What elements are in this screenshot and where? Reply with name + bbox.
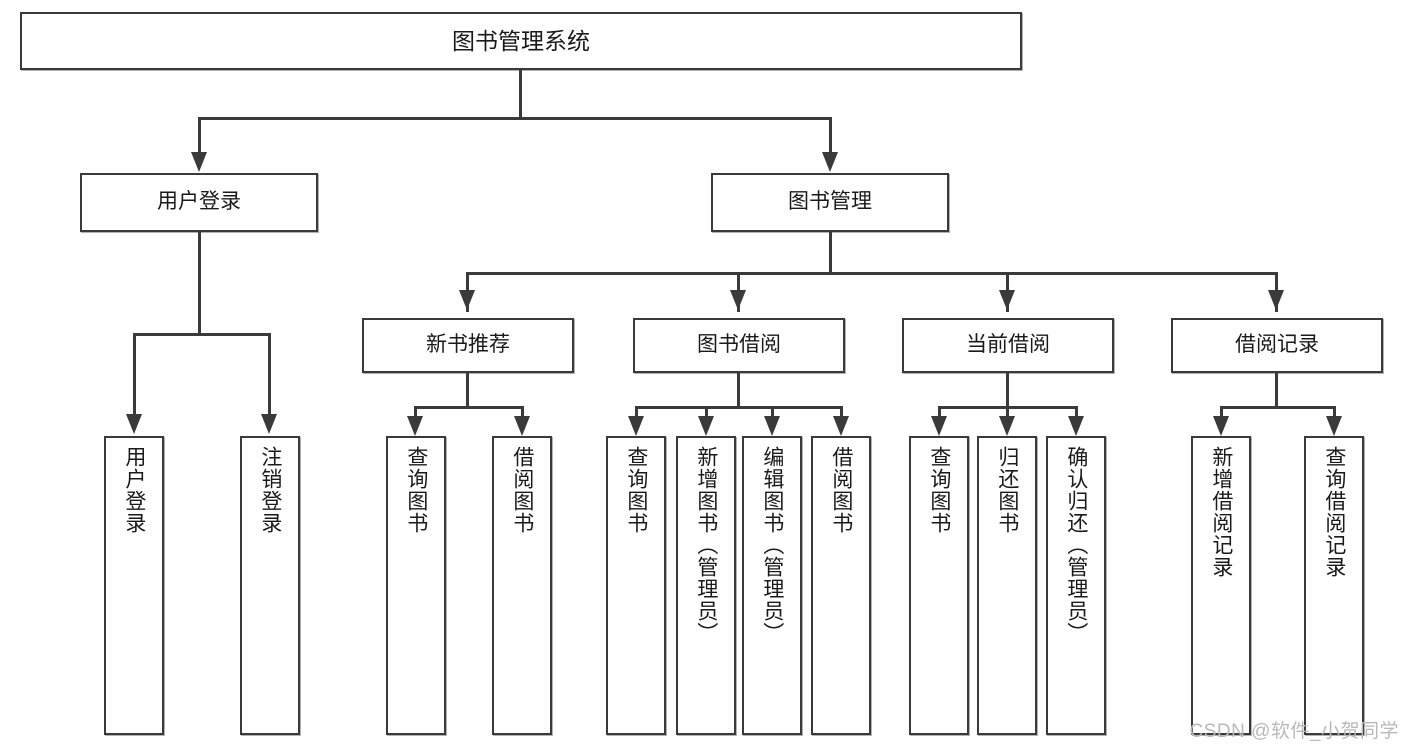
arrow-down-icon xyxy=(698,416,714,436)
node-label: 借阅图书 xyxy=(510,446,534,534)
arrow-down-icon xyxy=(126,414,142,434)
node-book-management[interactable]: 图书管理 xyxy=(711,173,949,232)
leaf-borrow-edit-book-admin[interactable]: 编辑图书（管理员） xyxy=(742,436,802,735)
connector-book-borrow-child-2 xyxy=(705,406,708,420)
leaf-current-confirm-return-admin[interactable]: 确认归还（管理员） xyxy=(1046,436,1106,735)
arrow-down-icon xyxy=(822,152,838,172)
node-label: 查询图书 xyxy=(927,446,951,534)
connector-borrow-record-stem xyxy=(1275,373,1278,408)
node-label: 新书推荐 xyxy=(426,333,510,357)
connector-book-borrow-child-4 xyxy=(840,406,843,420)
arrow-down-icon xyxy=(191,152,207,172)
connector-root-to-user-login xyxy=(198,117,201,154)
node-label: 图书借阅 xyxy=(697,333,781,357)
connector-book-borrow-bus xyxy=(635,406,843,409)
leaf-borrow-add-book-admin[interactable]: 新增图书（管理员） xyxy=(676,436,736,735)
node-book-borrow[interactable]: 图书借阅 xyxy=(633,318,845,373)
leaf-user-login[interactable]: 用户登录 xyxy=(104,436,164,735)
arrow-down-icon xyxy=(407,416,423,436)
connector-new-book-child-1 xyxy=(414,406,417,420)
connector-borrow-record-child-2 xyxy=(1333,406,1336,420)
arrow-down-icon xyxy=(999,290,1015,310)
leaf-new-book-query-book[interactable]: 查询图书 xyxy=(386,436,446,735)
connector-borrow-record-bus xyxy=(1220,406,1336,409)
leaf-current-query-book[interactable]: 查询图书 xyxy=(909,436,969,735)
node-label: 编辑图书（管理员） xyxy=(760,446,784,644)
arrow-down-icon xyxy=(1326,416,1342,436)
leaf-borrow-query-book[interactable]: 查询图书 xyxy=(606,436,666,735)
node-label: 用户登录 xyxy=(122,446,146,534)
connector-user-login-child-2 xyxy=(268,333,271,416)
node-label: 用户登录 xyxy=(157,190,241,214)
node-new-book-recommend[interactable]: 新书推荐 xyxy=(362,318,574,373)
leaf-new-book-borrow-book[interactable]: 借阅图书 xyxy=(492,436,552,735)
connector-new-book-stem xyxy=(466,373,469,408)
connector-book-management-stem xyxy=(829,232,832,274)
leaf-logout[interactable]: 注销登录 xyxy=(240,436,300,735)
node-label: 归还图书 xyxy=(995,446,1019,534)
arrow-down-icon xyxy=(1213,416,1229,436)
node-label: 图书管理 xyxy=(788,190,872,214)
connector-current-borrow-child-2 xyxy=(1006,406,1009,420)
node-label: 新增图书（管理员） xyxy=(694,446,718,644)
leaf-record-query-borrow-record[interactable]: 查询借阅记录 xyxy=(1304,436,1364,735)
arrow-down-icon xyxy=(261,414,277,434)
connector-book-borrow-child-1 xyxy=(635,406,638,420)
connector-new-book-bus xyxy=(414,406,524,409)
node-label: 确认归还（管理员） xyxy=(1064,446,1088,644)
node-label: 查询借阅记录 xyxy=(1322,446,1346,578)
connector-user-login-stem xyxy=(198,232,201,335)
node-label: 借阅记录 xyxy=(1235,333,1319,357)
leaf-record-add-borrow-record[interactable]: 新增借阅记录 xyxy=(1191,436,1251,735)
connector-current-borrow-child-3 xyxy=(1075,406,1078,420)
leaf-current-return-book[interactable]: 归还图书 xyxy=(977,436,1037,735)
connector-root-bus xyxy=(198,117,832,120)
connector-book-borrow-child-3 xyxy=(771,406,774,420)
arrow-down-icon xyxy=(833,416,849,436)
connector-current-borrow-child-1 xyxy=(938,406,941,420)
node-user-login[interactable]: 用户登录 xyxy=(80,173,318,232)
connector-user-login-bus xyxy=(133,333,271,336)
arrow-down-icon xyxy=(764,416,780,436)
arrow-down-icon xyxy=(730,290,746,310)
node-current-borrow[interactable]: 当前借阅 xyxy=(902,318,1114,373)
node-label: 查询图书 xyxy=(624,446,648,534)
node-borrow-record[interactable]: 借阅记录 xyxy=(1171,318,1383,373)
node-label: 注销登录 xyxy=(258,446,282,534)
leaf-borrow-borrow-book[interactable]: 借阅图书 xyxy=(811,436,871,735)
connector-user-login-child-1 xyxy=(133,333,136,416)
arrow-down-icon xyxy=(1268,290,1284,310)
connector-new-book-child-2 xyxy=(521,406,524,420)
connector-book-borrow-stem xyxy=(737,373,740,408)
connector-borrow-record-child-1 xyxy=(1220,406,1223,420)
node-label: 当前借阅 xyxy=(966,333,1050,357)
node-label: 图书管理系统 xyxy=(452,27,590,54)
arrow-down-icon xyxy=(459,290,475,310)
node-label: 借阅图书 xyxy=(829,446,853,534)
arrow-down-icon xyxy=(514,416,530,436)
arrow-down-icon xyxy=(931,416,947,436)
connector-book-management-bus xyxy=(466,272,1278,275)
connector-current-borrow-stem xyxy=(1006,373,1009,408)
node-label: 查询图书 xyxy=(404,446,428,534)
connector-root-stem xyxy=(519,70,522,118)
connector-root-to-book-management xyxy=(829,117,832,154)
arrow-down-icon xyxy=(628,416,644,436)
arrow-down-icon xyxy=(999,416,1015,436)
node-root-book-management-system[interactable]: 图书管理系统 xyxy=(20,12,1022,70)
arrow-down-icon xyxy=(1068,416,1084,436)
node-label: 新增借阅记录 xyxy=(1209,446,1233,578)
